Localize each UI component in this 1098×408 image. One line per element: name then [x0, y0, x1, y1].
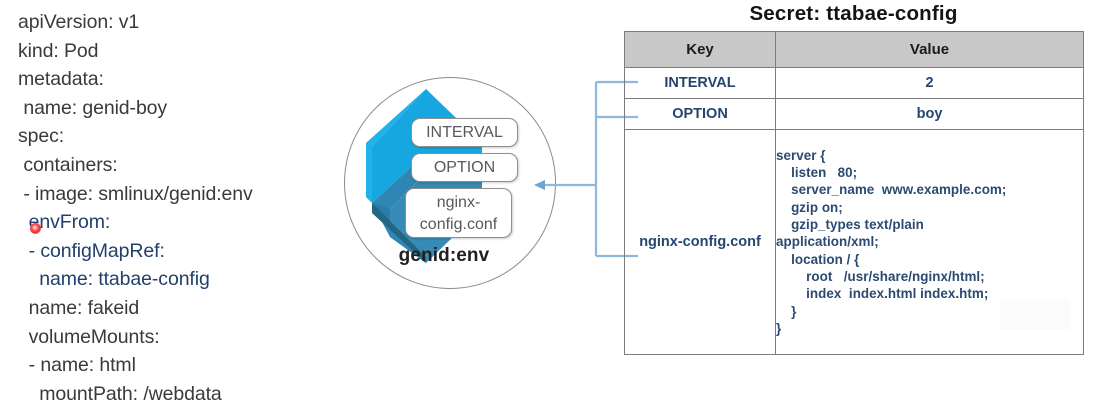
nginx-config-code: server { listen 80; server_name www.exam…	[776, 147, 1007, 336]
table-row: INTERVAL 2	[624, 67, 1084, 99]
chip-nginx-config-conf: nginx- config.conf	[405, 188, 512, 238]
secret-table: Key Value INTERVAL 2 OPTION boy nginx-co…	[624, 31, 1084, 355]
yaml-line: name: fakeid	[18, 296, 140, 319]
secret-title: Secret: ttabae-config	[749, 2, 958, 25]
cell-value-nginx-config: server { listen 80; server_name www.exam…	[775, 129, 1084, 355]
cell-value-option: boy	[775, 98, 1084, 130]
container-diagram: INTERVAL OPTION nginx- config.conf genid…	[344, 77, 560, 293]
chip-option: OPTION	[411, 153, 518, 182]
yaml-line: - image: smlinux/genid:env	[18, 182, 253, 205]
arrow-head-icon	[534, 180, 545, 190]
pod-manifest-yaml: apiVersion: v1 kind: Pod metadata: name:…	[18, 8, 328, 405]
cell-value-interval: 2	[775, 67, 1084, 99]
column-header-key: Key	[624, 31, 776, 68]
yaml-line: mountPath: /webdata	[18, 382, 222, 405]
container-circle-outline	[344, 77, 556, 289]
cell-key-option: OPTION	[624, 98, 776, 130]
yaml-line: kind: Pod	[18, 39, 99, 62]
yaml-line: spec:	[18, 125, 65, 148]
red-dot-annotation-icon	[30, 223, 41, 234]
container-caption: genid:env	[398, 245, 490, 266]
table-row-config: nginx-config.conf server { listen 80; se…	[624, 129, 1084, 355]
yaml-line-envfrom: envFrom:	[18, 211, 111, 234]
yaml-line: metadata:	[18, 68, 104, 91]
column-header-value: Value	[775, 31, 1084, 68]
yaml-line: containers:	[18, 153, 118, 176]
cell-key-interval: INTERVAL	[624, 67, 776, 99]
yaml-line: volumeMounts:	[18, 325, 160, 348]
table-header-row: Key Value	[624, 31, 1084, 68]
yaml-line: name: genid-boy	[18, 96, 168, 119]
yaml-line-configmap-name: name: ttabae-config	[18, 268, 210, 291]
yaml-line: apiVersion: v1	[18, 11, 140, 33]
chip-interval: INTERVAL	[411, 118, 518, 147]
connector-bracket	[534, 80, 638, 258]
table-row: OPTION boy	[624, 98, 1084, 130]
yaml-line-configmapref: - configMapRef:	[18, 239, 165, 262]
yaml-line: - name: html	[18, 354, 136, 377]
cell-key-nginx-config-conf: nginx-config.conf	[624, 129, 776, 355]
